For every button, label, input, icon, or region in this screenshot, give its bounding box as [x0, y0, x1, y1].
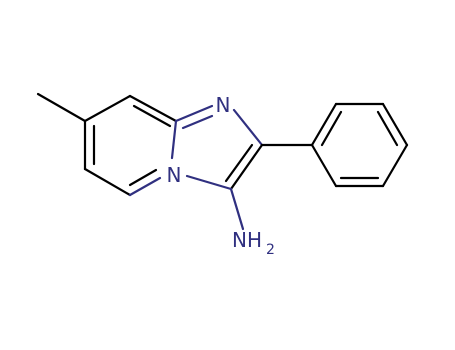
- phenyl-bond-4: [381, 143, 409, 188]
- ring-nitrogen-label: N: [216, 93, 231, 117]
- phenyl-bond-1: [310, 102, 338, 147]
- phenyl-double-bond-1-inner: [320, 110, 343, 147]
- pyridine-double-bond-c8-c8a-inner: [132, 104, 172, 128]
- imidazole-double-bond-c2-c3-inner: [224, 143, 254, 183]
- amine-bond: [229, 187, 245, 231]
- imidazole-double-bond-c8a-n1-inner: [181, 114, 214, 130]
- pyridine-bond-c8-c8a: [128, 94, 178, 123]
- pyridine-double-bond-c5-n4-inner: [128, 168, 158, 187]
- amine-label: NH: [232, 228, 262, 252]
- amine-subscript: 2: [266, 242, 275, 258]
- imidazole-bond-c8a-n1: [174, 104, 214, 123]
- imidazole-bond-c2-c3: [229, 143, 264, 191]
- imidazole-bond-c3-n4: [185, 174, 233, 191]
- imidazole-bond-n1-c2: [232, 108, 264, 147]
- methyl-bond: [36, 92, 87, 123]
- pyridine-bond-c5-n4: [128, 176, 162, 197]
- pyridine-bond-c7-c8: [83, 94, 132, 123]
- pyridine-bond-n4-c8a: [170, 119, 178, 160]
- phenyl-bond-3: [381, 102, 409, 147]
- phenyl-double-bond-3-inner: [376, 110, 399, 147]
- bridgehead-nitrogen-label: N: [167, 163, 182, 187]
- pyridine-bond-c6-c5: [83, 167, 132, 197]
- phenyl-bond-6: [310, 143, 338, 188]
